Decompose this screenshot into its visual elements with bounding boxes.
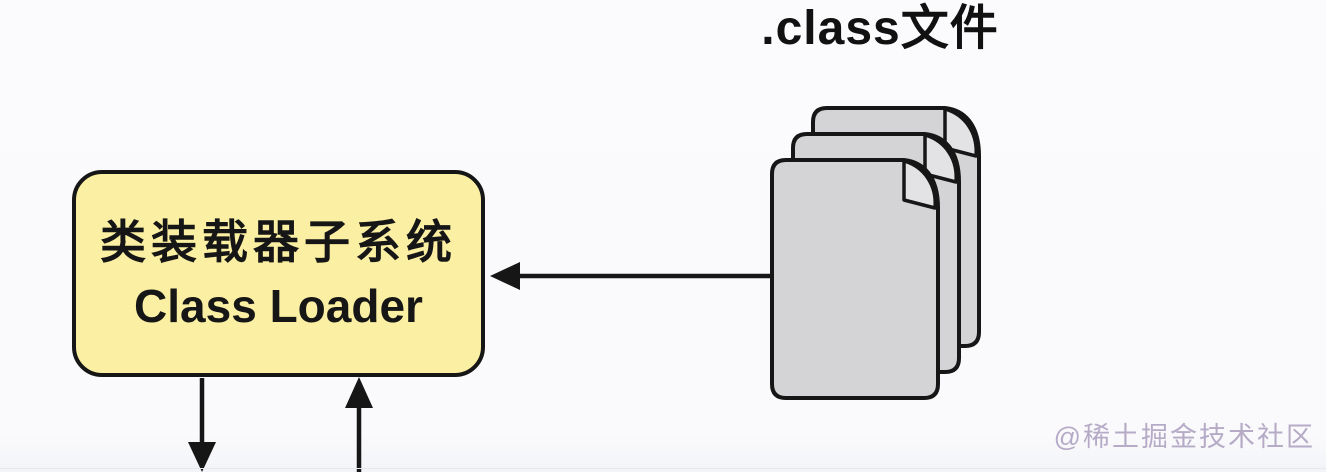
arrowhead-down-icon	[188, 442, 216, 472]
watermark: @稀土掘金技术社区	[1053, 422, 1315, 452]
class-files-stack	[770, 106, 981, 400]
arrow-files-to-loader	[490, 262, 772, 290]
class-file-title: .class文件	[761, 2, 999, 55]
arrowhead-left-icon	[490, 262, 520, 290]
arrow-up-to-loader	[345, 377, 373, 472]
class-loader-node: 类装载器子系统 Class Loader	[72, 170, 485, 377]
class-loader-label-zh: 类装载器子系统	[100, 215, 457, 268]
class-loader-label-en: Class Loader	[134, 279, 423, 332]
image-bottom-edge	[0, 468, 1326, 469]
arrowhead-up-icon	[345, 377, 373, 408]
document-icon	[770, 158, 940, 400]
arrow-loader-down	[188, 378, 216, 472]
